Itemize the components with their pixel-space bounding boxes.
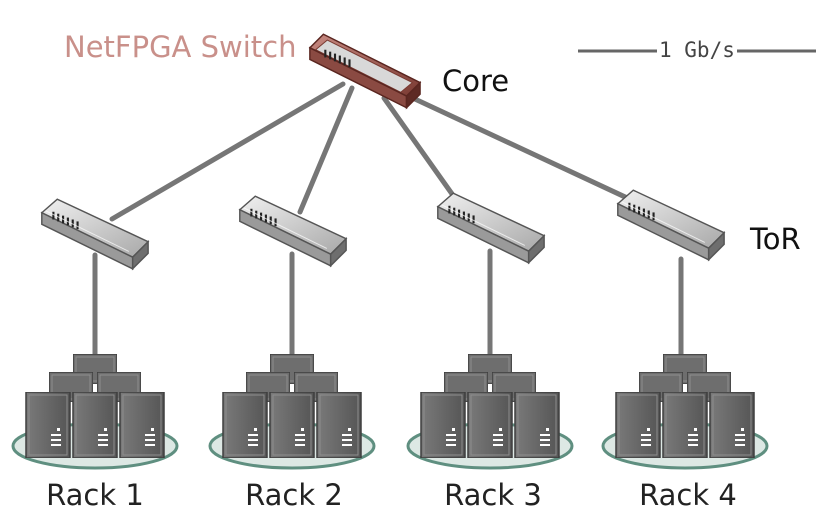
server-icon [269, 392, 315, 458]
core-switch-name-label: NetFPGA Switch [64, 30, 297, 64]
core-switch-icon [308, 33, 422, 109]
tor-switch-4-icon [616, 189, 726, 261]
rack-3-icon [406, 354, 574, 470]
server-icon [72, 392, 118, 458]
links [92, 81, 684, 359]
rack-label-3: Rack 3 [444, 478, 542, 512]
server-icon [25, 392, 71, 458]
racks [11, 354, 769, 470]
rack-label-2: Rack 2 [245, 478, 343, 512]
server-icon [222, 392, 268, 458]
server-icon [615, 392, 661, 458]
server-icon [316, 392, 362, 458]
legend-link-speed: 1 Gb/s [657, 38, 737, 62]
rack-label-1: Rack 1 [46, 478, 144, 512]
link-core-tor-4 [399, 90, 641, 206]
tor-tier-label: ToR [750, 222, 801, 256]
rack-1-icon [11, 354, 179, 470]
server-icon [662, 392, 708, 458]
server-icon [420, 392, 466, 458]
server-icon [709, 392, 755, 458]
rack-label-4: Rack 4 [639, 478, 737, 512]
server-icon [119, 392, 165, 458]
rack-2-icon [208, 354, 376, 470]
link-core-tor-2 [297, 85, 355, 215]
server-icon [514, 392, 560, 458]
core-tier-label: Core [442, 64, 510, 98]
link-core-tor-1 [109, 81, 346, 222]
link-core-tor-3 [381, 95, 465, 211]
rack-4-icon [601, 354, 769, 470]
server-icon [467, 392, 513, 458]
